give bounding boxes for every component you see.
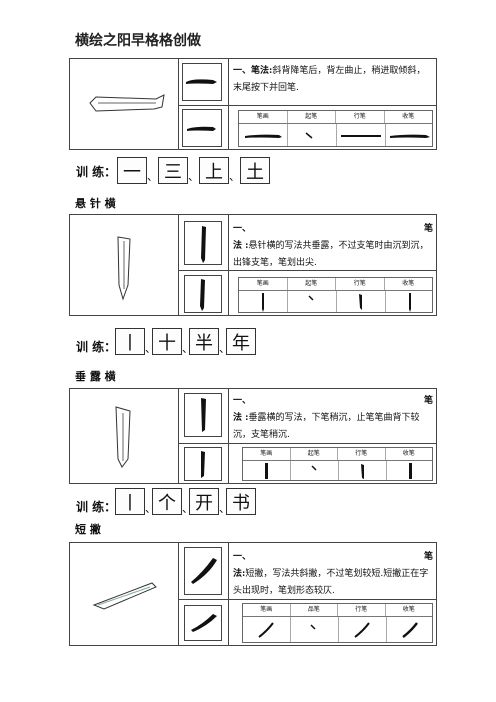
- practice-stroke-box: [182, 109, 222, 147]
- practice-char: 丨: [115, 328, 145, 355]
- separator: 、: [145, 342, 156, 355]
- practice-char: 十: [152, 328, 182, 355]
- lesson-box-4: 一、笔 法:短撇，写法共斜撇，不过笔划较短.短撇正在字头出现时，笔划形态较仄. …: [69, 542, 437, 646]
- practice-stroke-box: [184, 447, 222, 481]
- practice-char: 开: [189, 488, 219, 515]
- stroke-description: 一、笔 法 :悬针横的写法共垂露，不过支笔时由沉到沉，出锋支笔，笔划出尖.: [233, 224, 433, 268]
- model-stroke-box: [184, 221, 222, 265]
- step-header: 收笔: [402, 450, 415, 457]
- practice-char: 土: [240, 157, 270, 184]
- lesson-box-2: 一、笔 法 :悬针横的写法共垂露，不过支笔时由沉到沉，出锋支笔，笔划出尖. 笔画…: [69, 214, 437, 316]
- stroke-steps-strip: 笔画 起笔 行笔 收笔: [242, 447, 433, 481]
- step-header: 收笔: [402, 606, 415, 613]
- practice-char: 半: [189, 328, 219, 355]
- separator: 、: [188, 170, 199, 183]
- step-header: 起笔: [288, 278, 336, 290]
- step-header: 行笔: [338, 604, 386, 616]
- practice-label: 训 练：: [76, 165, 117, 179]
- step-header: 笔画: [239, 278, 288, 290]
- section-heading: 悬 针 横: [75, 197, 116, 210]
- step-header: 笔画: [243, 604, 291, 616]
- step-header: 笔画: [239, 111, 288, 123]
- section-heading: 短 撇: [75, 523, 101, 536]
- lesson-box-3: 一、笔 法 :垂露横的写法，下笔稍沉，止笔笔曲背下较沉，支笔稍沉. 笔画 起笔 …: [69, 388, 437, 484]
- brush-stroke-illustration: [117, 236, 131, 301]
- step-header: 行笔: [338, 448, 386, 460]
- separator: 、: [182, 342, 193, 355]
- practice-stroke-box: [184, 275, 222, 313]
- practice-label: 训 练：: [76, 340, 117, 354]
- step-header: 收笔: [402, 113, 415, 120]
- practice-char: 丨: [115, 488, 145, 515]
- stroke-steps-strip: 笔画 品笔 行笔 收笔: [242, 603, 433, 643]
- step-header: 行笔: [336, 278, 385, 290]
- stroke-description: 一、笔法:斜背降笔后，背左曲止，稍进取倾斜，末尾按下并回笔.: [233, 66, 426, 93]
- separator: 、: [147, 170, 158, 183]
- lesson-box-1: 一、笔法:斜背降笔后，背左曲止，稍进取倾斜，末尾按下并回笔. 笔画 起笔 行笔 …: [69, 58, 437, 150]
- practice-char: 年: [226, 328, 256, 355]
- practice-char: 书: [226, 488, 256, 515]
- stroke-steps-strip: 笔画 起笔 行笔 收笔: [238, 110, 433, 147]
- practice-label: 训 练：: [76, 500, 117, 514]
- stroke-description: 一、笔 法:短撇，写法共斜撇，不过笔划较短.短撇正在字头出现时，笔划形态较仄.: [233, 552, 433, 596]
- section-heading: 垂 露 横: [75, 370, 116, 383]
- stroke-description: 一、笔 法 :垂露横的写法，下笔稍沉，止笔笔曲背下较沉，支笔稍沉.: [233, 396, 433, 440]
- practice-char: 个: [152, 488, 182, 515]
- separator: 、: [145, 502, 156, 515]
- separator: 、: [219, 502, 230, 515]
- brush-stroke-illustration: [115, 406, 131, 468]
- step-header: 起笔: [288, 111, 336, 123]
- practice-char: 一: [117, 157, 147, 184]
- separator: 、: [229, 170, 240, 183]
- model-stroke-box: [184, 547, 222, 595]
- separator: 、: [219, 342, 230, 355]
- step-header: 笔画: [243, 448, 291, 460]
- model-stroke-box: [184, 393, 222, 437]
- model-stroke-box: [182, 63, 222, 101]
- page-title: 横绘之阳早格格创做: [75, 33, 201, 49]
- practice-char: 上: [199, 157, 229, 184]
- step-header: 行笔: [336, 111, 385, 123]
- practice-char: 三: [158, 157, 188, 184]
- brush-stroke-illustration: [92, 582, 157, 610]
- stroke-steps-strip: 笔画 起笔 行笔 收笔: [238, 277, 433, 313]
- brush-stroke-illustration: [89, 94, 165, 112]
- step-header: 品笔: [291, 604, 338, 616]
- step-header: 起笔: [291, 448, 338, 460]
- separator: 、: [182, 502, 193, 515]
- step-header: 收笔: [402, 280, 415, 287]
- practice-stroke-box: [184, 605, 222, 641]
